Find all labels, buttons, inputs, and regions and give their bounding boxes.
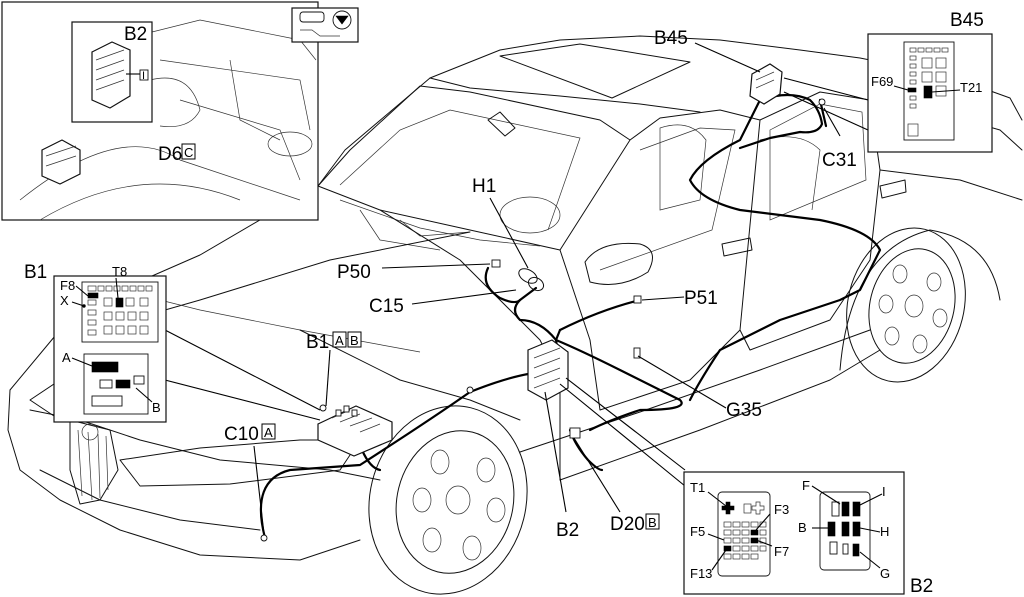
label-p51: P51 — [684, 288, 718, 309]
label-b1: B1 — [306, 332, 329, 353]
label-x: X — [60, 293, 69, 308]
inset-b45 — [867, 33, 993, 153]
label-f3: F3 — [774, 502, 789, 517]
label-f8: F8 — [60, 278, 75, 293]
b45-relay-box — [749, 63, 783, 105]
inset-b2 — [683, 471, 905, 595]
label-f69: F69 — [871, 74, 893, 89]
label-r-i: I — [882, 484, 886, 499]
label-d6-tag: C — [184, 145, 193, 160]
label-h1: H1 — [472, 176, 496, 197]
label-t1: T1 — [690, 480, 705, 495]
label-c10: C10 — [224, 424, 259, 445]
label-f7: F7 — [774, 544, 789, 559]
label-c15: C15 — [369, 296, 404, 317]
label-b2-inset-top: B2 — [124, 24, 147, 45]
label-a: A — [62, 350, 71, 365]
label-b1-tag-b: B — [350, 333, 359, 348]
label-c31: C31 — [822, 150, 857, 171]
label-p50: P50 — [337, 262, 371, 283]
label-d20: D20 — [610, 514, 645, 535]
label-b2-tag: I — [142, 70, 145, 82]
label-b: B — [152, 400, 161, 415]
label-f13: F13 — [690, 566, 712, 581]
label-r-g: G — [880, 566, 890, 581]
label-d20-tag: B — [648, 515, 657, 530]
b1-fuse-box — [317, 405, 393, 457]
h1-connector — [518, 268, 545, 292]
label-r-f: F — [802, 478, 810, 493]
inset-top-left — [1, 1, 359, 221]
label-b1-inset: B1 — [24, 262, 47, 283]
b2-fuse-box — [527, 339, 569, 401]
label-f5: F5 — [690, 524, 705, 539]
label-b2-inset-bottom: B2 — [910, 576, 933, 597]
label-t21: T21 — [960, 80, 982, 95]
label-g35: G35 — [726, 400, 762, 421]
misc-connectors — [260, 98, 826, 542]
label-b45: B45 — [654, 28, 688, 49]
label-r-h: H — [880, 524, 889, 539]
labels: B45 B45 F69 T21 C31 H1 P50 C15 P51 B1 A … — [24, 10, 984, 597]
label-d6: D6 — [158, 144, 182, 165]
label-t8: T8 — [112, 264, 127, 279]
label-b45-inset: B45 — [950, 10, 984, 31]
label-b1-tag-a: A — [335, 333, 344, 348]
label-c10-tag: A — [264, 425, 273, 440]
label-b2: B2 — [556, 520, 579, 541]
inset-b1 — [53, 275, 167, 423]
label-r-b: B — [798, 520, 807, 535]
